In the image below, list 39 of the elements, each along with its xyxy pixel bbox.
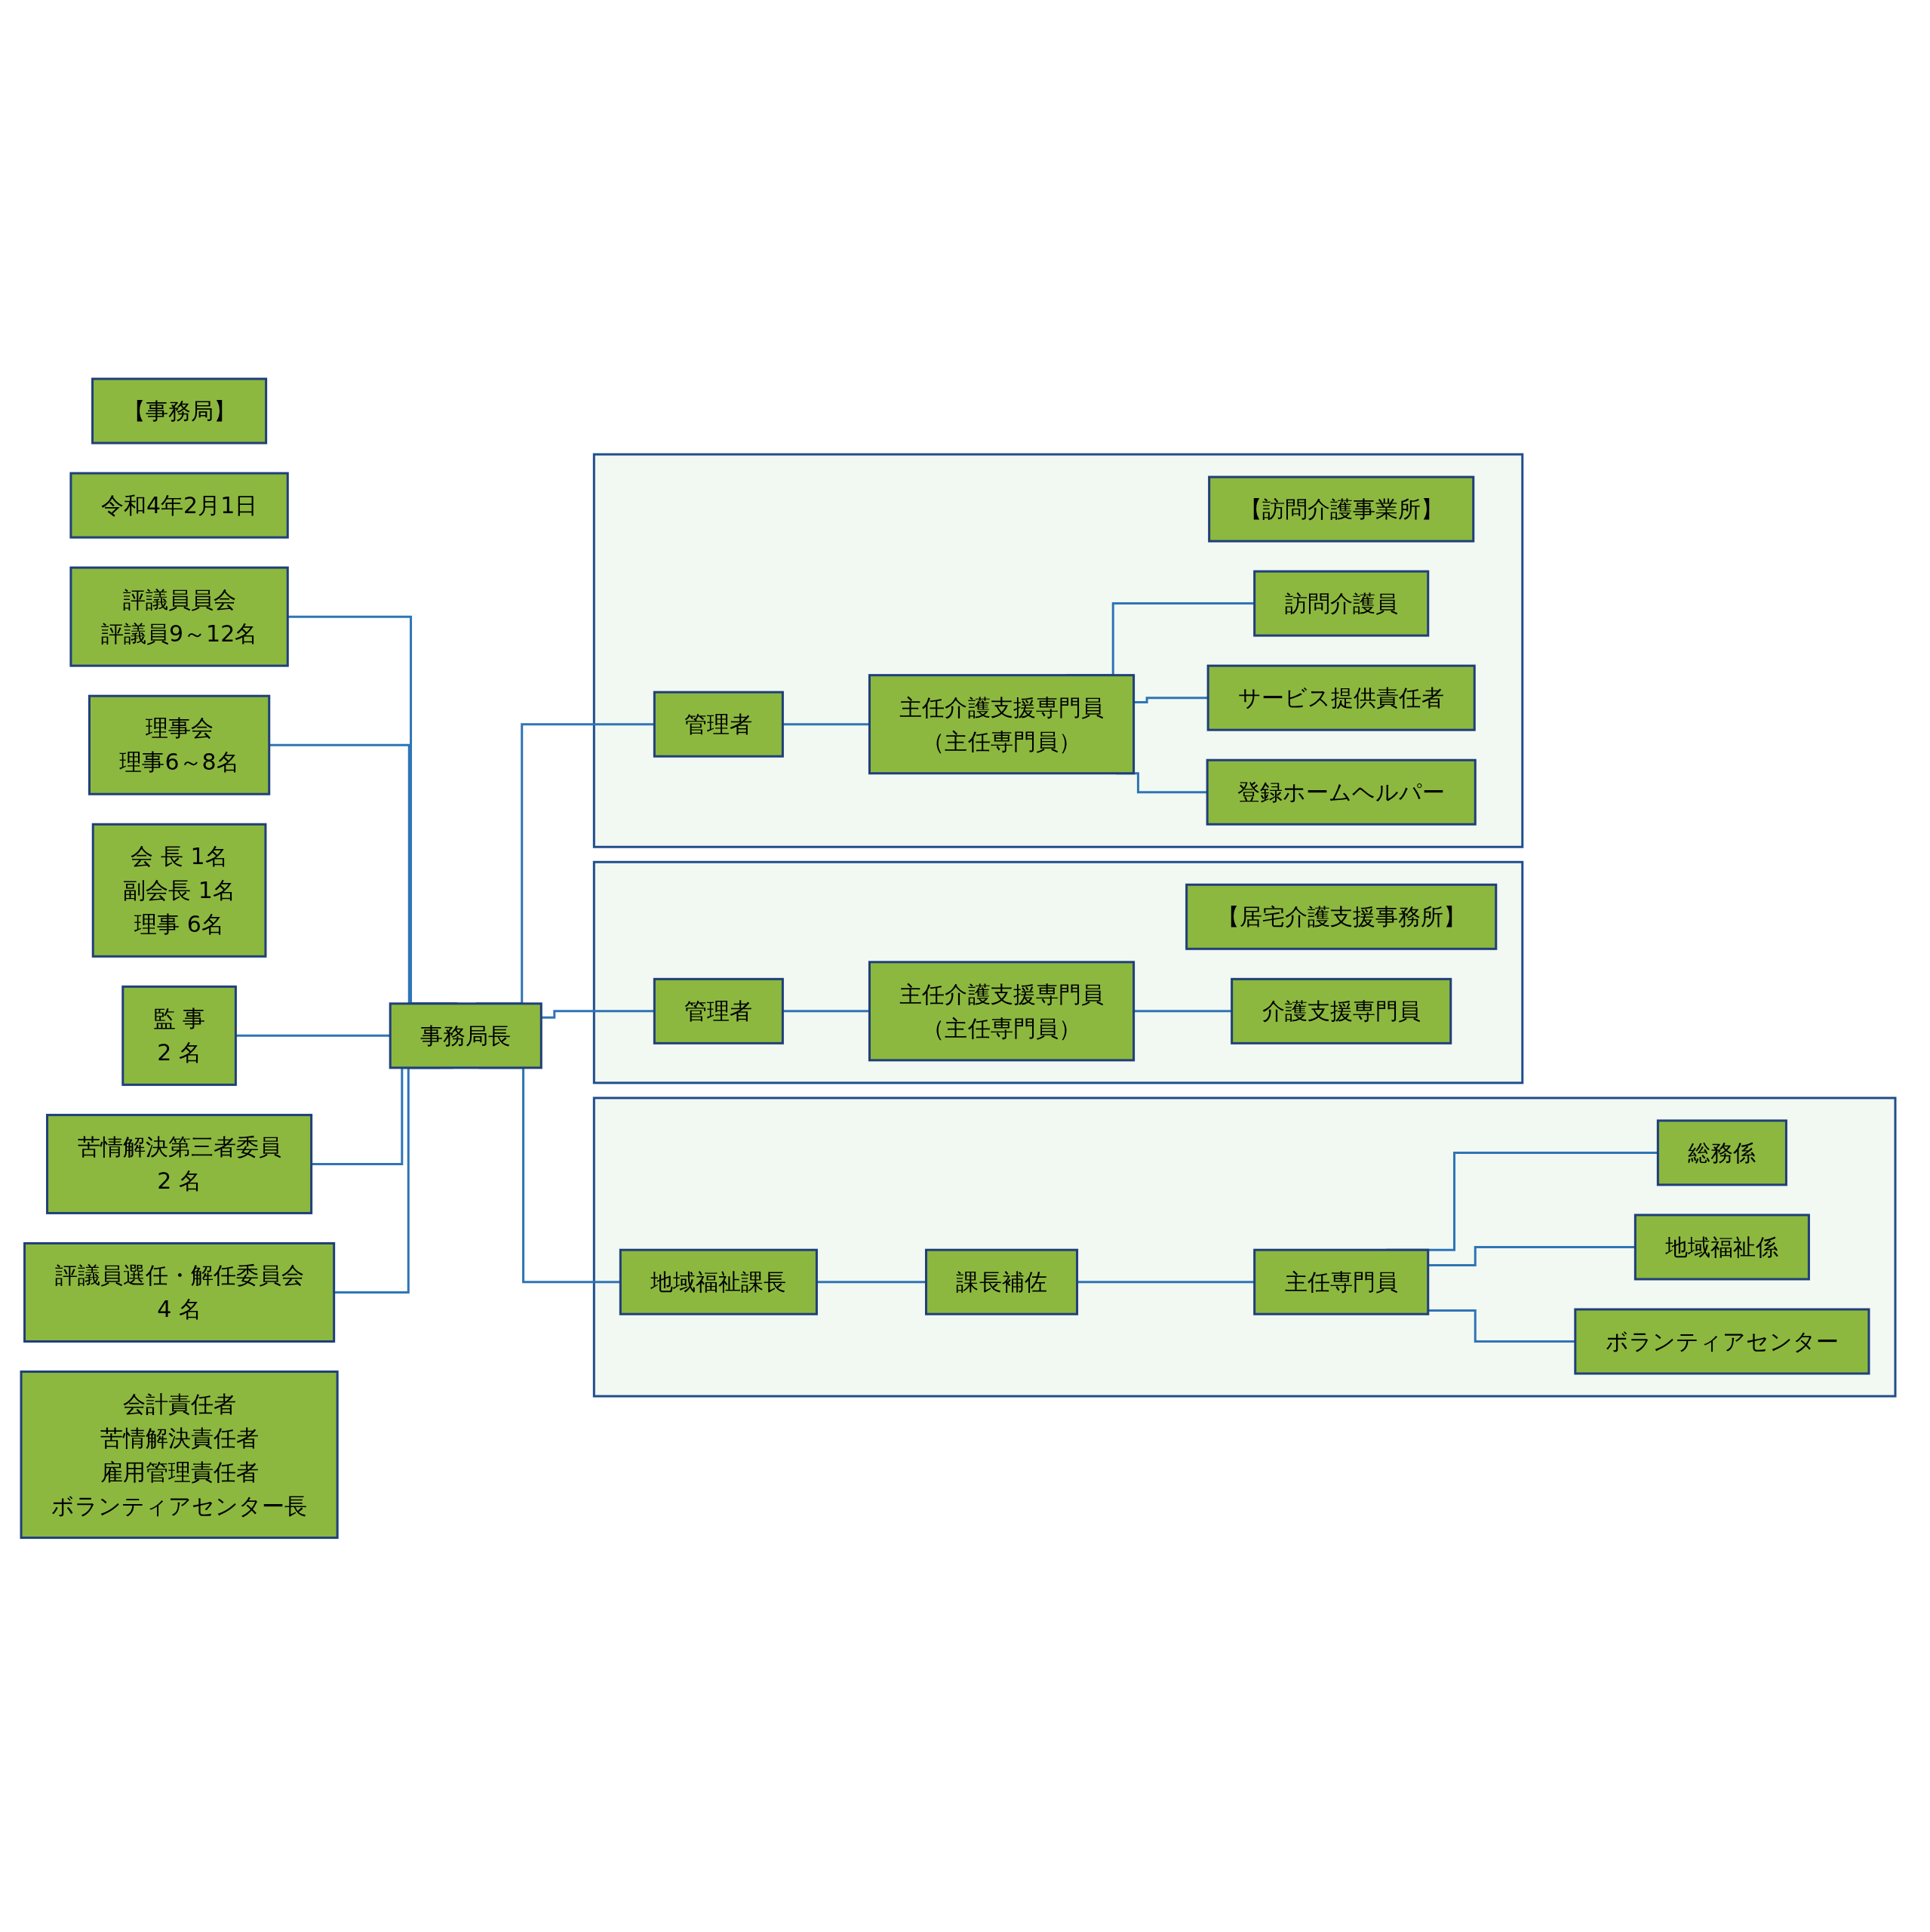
- node-box: 会 長 1名 副会長 1名 理事 6名: [91, 823, 267, 958]
- connector: [541, 1010, 655, 1019]
- node-box: 事務局長: [389, 1002, 542, 1069]
- node-box: サービス提供責任者: [1206, 664, 1476, 731]
- node-box: 苦情解決第三者委員 2 名: [46, 1114, 313, 1215]
- connector: [1133, 1010, 1232, 1013]
- node-box: 評議員選任・解任委員会 4 名: [23, 1242, 336, 1343]
- node-box: 管理者: [653, 691, 784, 758]
- connector: [235, 1035, 391, 1038]
- connector: [782, 723, 870, 726]
- cluster: [592, 453, 1524, 848]
- node-box: 地域福祉課長: [619, 1248, 818, 1315]
- node-box: 主任介護支援専門員 （主任専門員）: [868, 674, 1136, 775]
- connector: [1133, 697, 1209, 704]
- node-box: 【事務局】: [91, 377, 268, 445]
- node-box: 介護支援専門員: [1231, 978, 1452, 1045]
- connector: [1077, 1281, 1255, 1284]
- node-box: 主任介護支援専門員 （主任専門員）: [868, 961, 1136, 1062]
- node-box: 【居宅介護支援事務所】: [1185, 883, 1498, 950]
- cluster: [592, 1097, 1897, 1398]
- node-box: 課長補佐: [925, 1248, 1079, 1315]
- node-box: 会計責任者 苦情解決責任者 雇用管理責任者 ボランティアセンター長: [20, 1371, 339, 1540]
- node-box: ボランティアセンター: [1574, 1308, 1870, 1375]
- node-box: 主任専門員: [1253, 1248, 1430, 1315]
- connector: [1428, 1309, 1575, 1343]
- node-box: 令和4年2月1日: [69, 472, 289, 539]
- node-box: 登録ホームヘルパー: [1206, 758, 1477, 826]
- connector: [1428, 1246, 1636, 1267]
- node-box: 監 事 2 名: [121, 986, 237, 1087]
- connector: [816, 1281, 927, 1284]
- node-box: 地域福祉係: [1633, 1214, 1810, 1281]
- node-box: 訪問介護員: [1253, 570, 1430, 637]
- node-box: 総務係: [1656, 1119, 1787, 1186]
- cluster: [592, 860, 1524, 1084]
- node-box: 管理者: [653, 978, 784, 1045]
- node-box: 評議員員会 評議員9～12名: [69, 566, 289, 667]
- node-box: 【訪問介護事業所】: [1208, 475, 1475, 543]
- node-box: 理事会 理事6～8名: [88, 694, 271, 795]
- connector: [782, 1010, 870, 1013]
